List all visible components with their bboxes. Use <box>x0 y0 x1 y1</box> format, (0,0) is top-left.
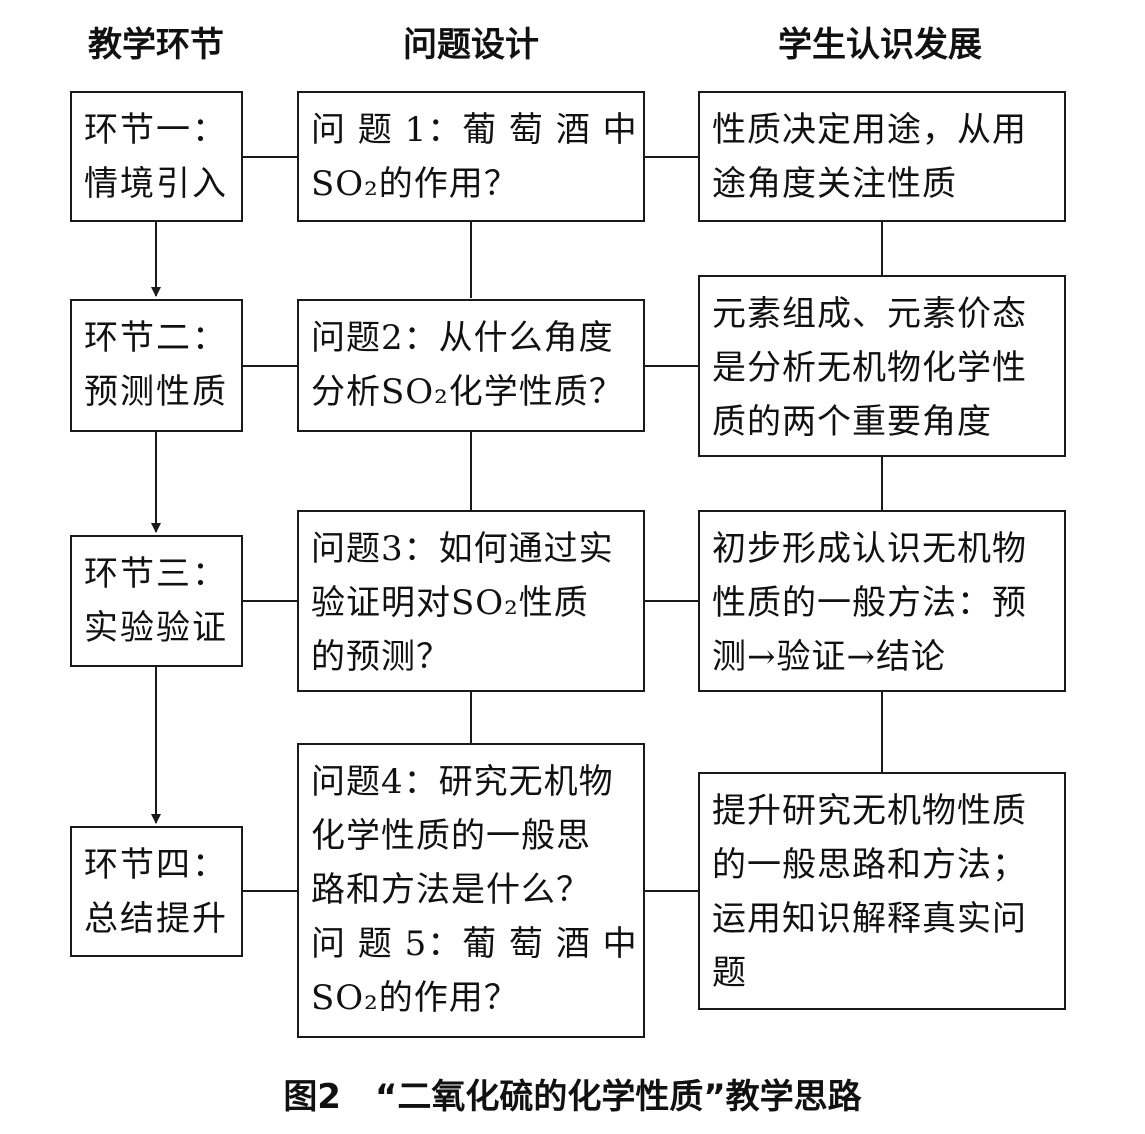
question-2-line-2: 分析SO₂化学性质？ <box>311 372 624 412</box>
question-3-line-3: 的预测？ <box>311 637 451 677</box>
stage-1-line-1: 环节一： <box>84 110 228 150</box>
development-box-2: 元素组成、元素价态 是分析无机物化学性 质的两个重要角度 <box>698 275 1066 457</box>
question-1-line-2: SO₂的作用？ <box>311 164 519 204</box>
question-4-line-5: SO₂的作用？ <box>311 978 519 1018</box>
development-2-line-2: 是分析无机物化学性 <box>712 348 1027 388</box>
development-3-line-2: 性质的一般方法：预 <box>712 583 1027 623</box>
question-box-1: 问 题 1：葡 萄 酒 中 SO₂的作用？ <box>297 91 645 222</box>
question-4-line-4: 问 题 5：葡 萄 酒 中 <box>311 924 638 964</box>
development-box-1: 性质决定用途，从用 途角度关注性质 <box>698 91 1066 222</box>
question-3-line-2: 验证明对SO₂性质 <box>311 583 589 623</box>
header-question-design: 问题设计 <box>403 25 539 65</box>
development-box-4: 提升研究无机物性质 的一般思路和方法； 运用知识解释真实问 题 <box>698 772 1066 1010</box>
question-4-line-1: 问题4：研究无机物 <box>311 762 614 802</box>
stage-3-line-2: 实验验证 <box>84 608 228 648</box>
stage-box-3: 环节三： 实验验证 <box>70 535 243 667</box>
header-teaching-stage: 教学环节 <box>88 25 224 65</box>
development-2-line-3: 质的两个重要角度 <box>712 402 992 442</box>
stage-1-line-2: 情境引入 <box>84 164 228 204</box>
stage-3-line-1: 环节三： <box>84 554 228 594</box>
stage-4-line-2: 总结提升 <box>84 899 228 939</box>
question-box-3: 问题3：如何通过实 验证明对SO₂性质 的预测？ <box>297 510 645 692</box>
stage-box-4: 环节四： 总结提升 <box>70 826 243 957</box>
development-4-line-3: 运用知识解释真实问 <box>712 899 1027 939</box>
development-4-line-1: 提升研究无机物性质 <box>712 791 1027 831</box>
figure-caption: 图2 “二氧化硫的化学性质”教学思路 <box>283 1077 862 1117</box>
development-3-line-1: 初步形成认识无机物 <box>712 529 1027 569</box>
header-student-development: 学生认识发展 <box>778 25 982 65</box>
development-4-line-2: 的一般思路和方法； <box>712 845 1027 885</box>
development-2-line-1: 元素组成、元素价态 <box>712 294 1027 334</box>
stage-box-1: 环节一： 情境引入 <box>70 91 243 222</box>
question-1-line-1: 问 题 1：葡 萄 酒 中 <box>311 110 638 150</box>
development-box-3: 初步形成认识无机物 性质的一般方法：预 测→验证→结论 <box>698 510 1066 692</box>
stage-4-line-1: 环节四： <box>84 845 228 885</box>
question-2-line-1: 问题2：从什么角度 <box>311 318 614 358</box>
question-4-line-2: 化学性质的一般思 <box>311 816 591 856</box>
question-4-line-3: 路和方法是什么？ <box>311 870 591 910</box>
development-1-line-2: 途角度关注性质 <box>712 164 957 204</box>
question-box-4: 问题4：研究无机物 化学性质的一般思 路和方法是什么？ 问 题 5：葡 萄 酒 … <box>297 743 645 1038</box>
stage-2-line-1: 环节二： <box>84 318 228 358</box>
stage-box-2: 环节二： 预测性质 <box>70 299 243 432</box>
development-4-line-4: 题 <box>712 953 747 993</box>
stage-2-line-2: 预测性质 <box>84 372 228 412</box>
question-3-line-1: 问题3：如何通过实 <box>311 529 614 569</box>
development-3-line-3: 测→验证→结论 <box>712 637 946 677</box>
question-box-2: 问题2：从什么角度 分析SO₂化学性质？ <box>297 299 645 432</box>
development-1-line-1: 性质决定用途，从用 <box>712 110 1027 150</box>
